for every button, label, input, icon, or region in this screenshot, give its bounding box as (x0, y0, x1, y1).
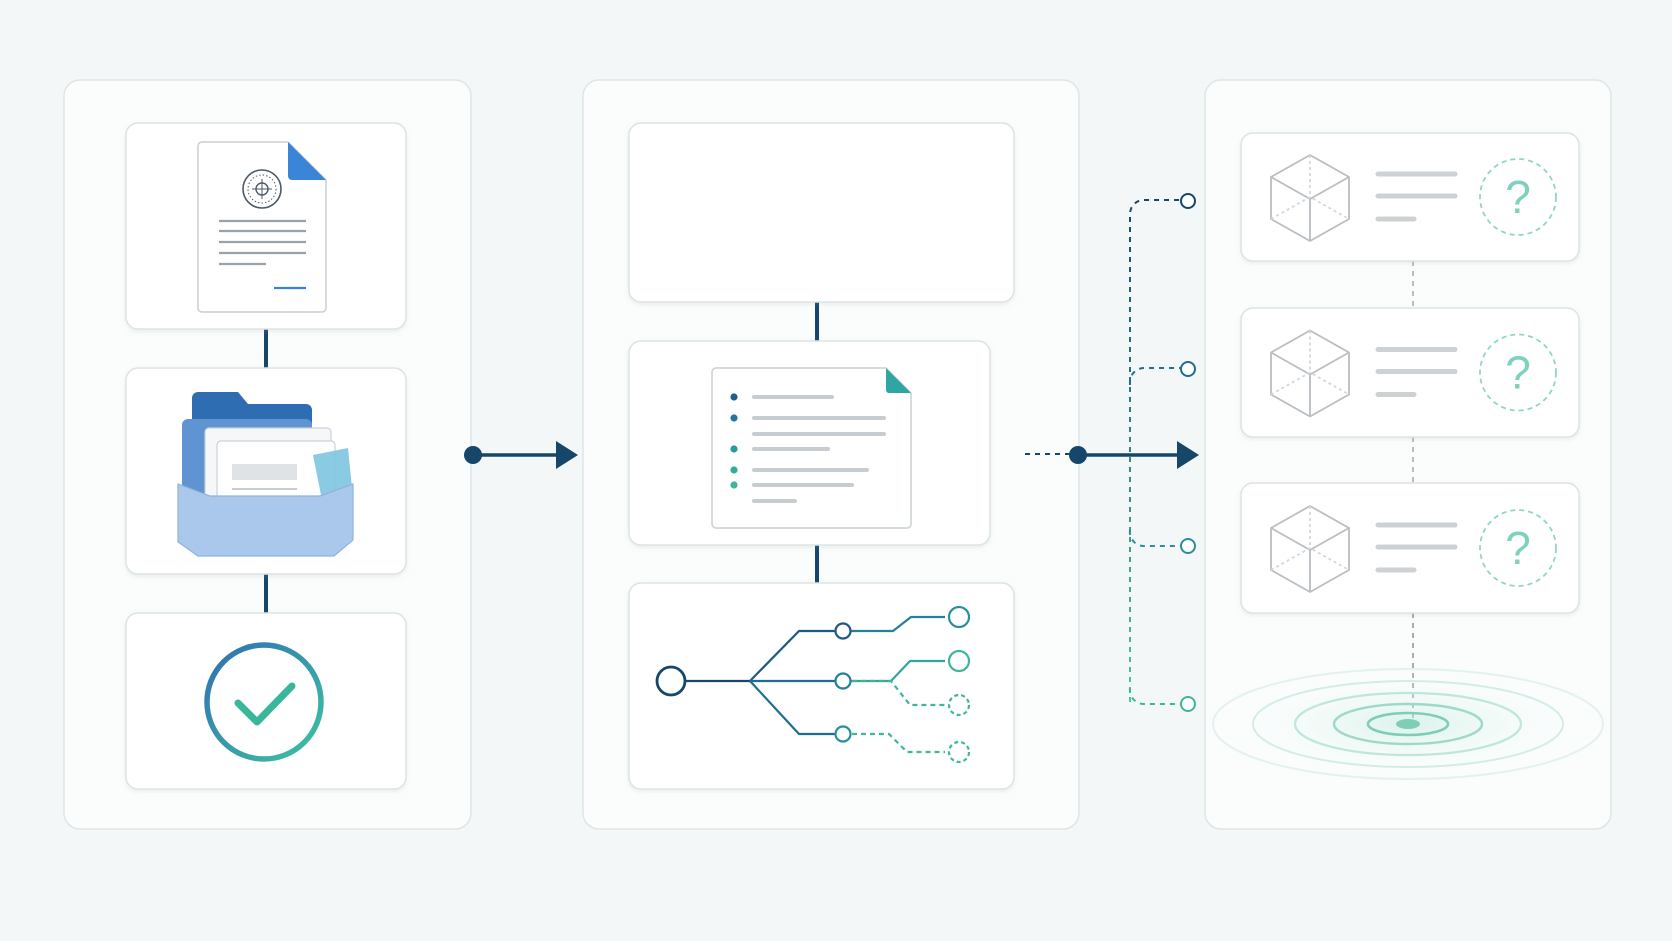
placeholder-lines (1375, 522, 1458, 573)
branching-tree-card (628, 582, 1015, 790)
question-mark-icon: ? (1479, 333, 1557, 412)
flow-arrow (464, 441, 578, 469)
output-panel (1204, 79, 1612, 830)
branch-connector (1025, 193, 1199, 712)
radar-target-icon (1208, 666, 1608, 782)
cube-icon (1270, 154, 1350, 242)
unknown-item-card: ? (1240, 482, 1580, 614)
tree-icon (655, 605, 971, 764)
unknown-item-card: ? (1240, 132, 1580, 262)
question-mark-glyph: ? (1505, 171, 1531, 223)
folder-icon (177, 392, 354, 557)
question-mark-glyph: ? (1505, 347, 1531, 399)
waveform-icon (640, 162, 1001, 264)
checkmark-card (125, 612, 407, 790)
cube-icon (1270, 329, 1350, 418)
placeholder-lines (1375, 347, 1458, 397)
placeholder-lines (1375, 171, 1458, 222)
question-mark-glyph: ? (1505, 522, 1531, 574)
question-mark-icon: ? (1479, 509, 1557, 587)
seal-icon (242, 169, 282, 209)
cube-icon (1270, 505, 1350, 593)
unknown-item-card: ? (1240, 307, 1580, 438)
list-document-icon (711, 367, 912, 529)
checkmark-icon (204, 642, 324, 762)
question-mark-icon: ? (1479, 158, 1557, 236)
certificate-document-icon (197, 141, 327, 313)
